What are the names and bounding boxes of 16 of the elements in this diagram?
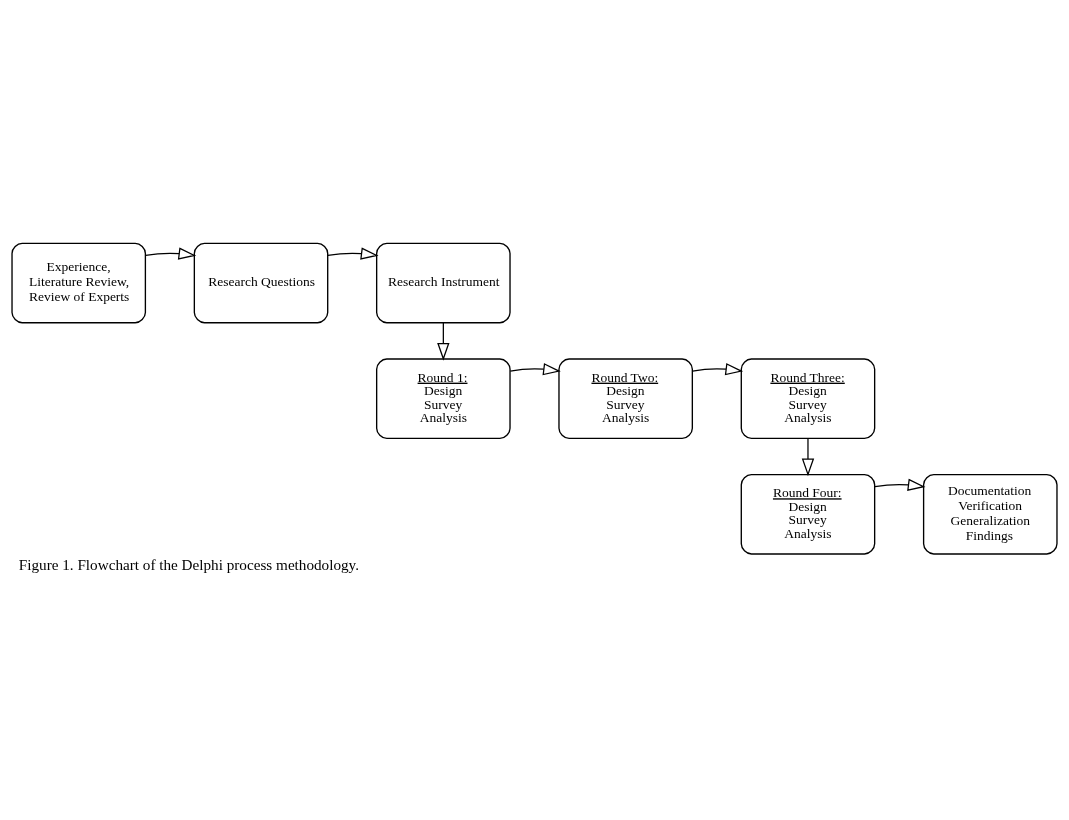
node-box: Documentation Verification Generalization Findings bbox=[922, 473, 1058, 555]
arrow bbox=[145, 246, 197, 260]
node-box: Research Questions bbox=[193, 242, 329, 323]
caption: Figure 1. Flowchart of the Delphi process methodology. bbox=[18, 555, 360, 573]
arrow bbox=[874, 478, 926, 491]
arrow bbox=[801, 437, 815, 476]
arrow bbox=[437, 321, 450, 361]
node-box: Round 1: Design Survey Analysis bbox=[376, 357, 511, 439]
node-box: Experience, Literature Review, Review of Experts bbox=[11, 242, 147, 323]
arrow bbox=[509, 362, 561, 375]
arrow bbox=[327, 246, 379, 260]
node-box: Round Three: Design Survey Analysis bbox=[740, 357, 876, 439]
node-box: Round Two: Design Survey Analysis bbox=[558, 357, 693, 439]
node-box: Research Instrument bbox=[376, 242, 511, 323]
arrow bbox=[691, 362, 744, 375]
node-box: Round Four: Design Survey Analysis bbox=[740, 473, 876, 555]
